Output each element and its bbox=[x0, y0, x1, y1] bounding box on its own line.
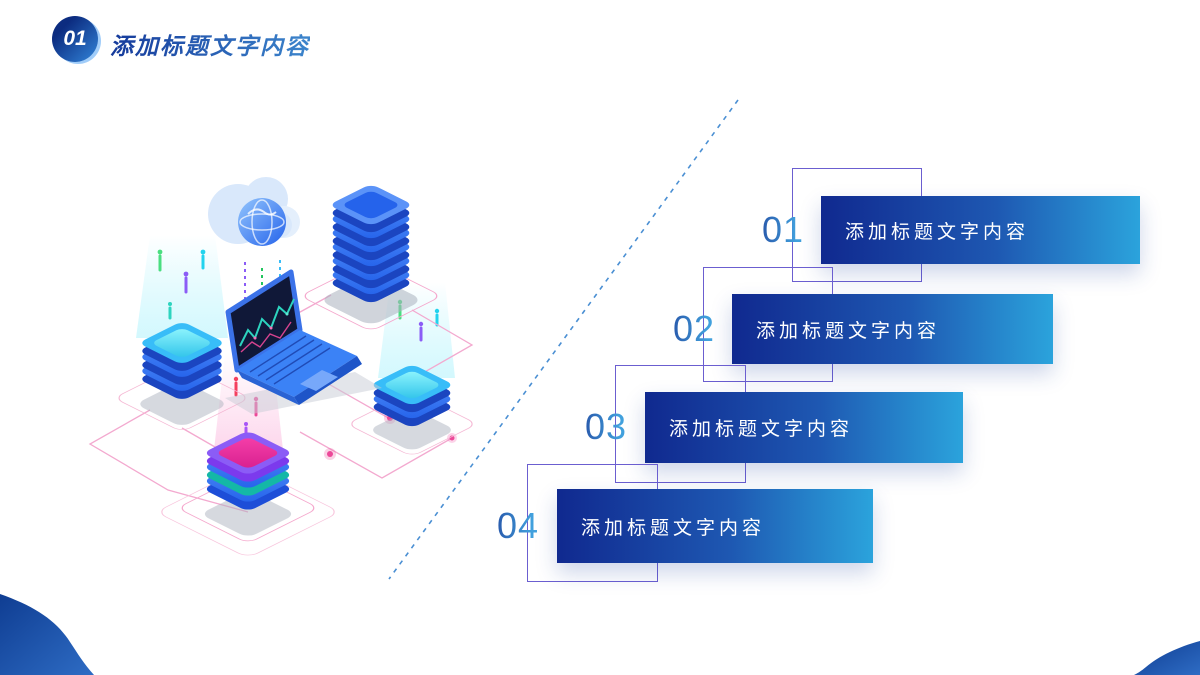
page-title: 添加标题文字内容 bbox=[110, 27, 310, 61]
bottom-right-wave-shape bbox=[1134, 641, 1200, 675]
data-platform-right bbox=[351, 365, 473, 455]
bottom-left-wave-shape bbox=[0, 594, 94, 675]
list-item-2-bar: 添加标题文字内容 bbox=[732, 294, 1053, 364]
light-beam-left bbox=[136, 235, 228, 338]
server-tower bbox=[304, 185, 438, 330]
list-item-4-label: 添加标题文字内容 bbox=[581, 517, 766, 539]
data-platform-bottom bbox=[161, 432, 335, 556]
list-item-1-bar: 添加标题文字内容 bbox=[821, 196, 1140, 264]
list-item-4-bar: 添加标题文字内容 bbox=[557, 489, 873, 563]
list-item-2-label: 添加标题文字内容 bbox=[756, 320, 941, 342]
list-item-4-number: 04 bbox=[465, 503, 539, 549]
section-number-badge: 01 bbox=[52, 16, 98, 62]
list-item-3-bar: 添加标题文字内容 bbox=[645, 392, 963, 463]
list-item-3-label: 添加标题文字内容 bbox=[669, 419, 854, 440]
dashed-divider-line bbox=[388, 99, 739, 580]
laptop bbox=[225, 269, 382, 414]
list-item-3-number: 03 bbox=[553, 404, 627, 450]
cloud-computing-illustration bbox=[88, 177, 474, 556]
list-item-1-label: 添加标题文字内容 bbox=[845, 221, 1030, 243]
globe-icon bbox=[238, 198, 286, 246]
list-item-2-number: 02 bbox=[641, 306, 715, 352]
list-item-1-number: 01 bbox=[730, 207, 804, 253]
data-platform-left bbox=[118, 323, 246, 430]
